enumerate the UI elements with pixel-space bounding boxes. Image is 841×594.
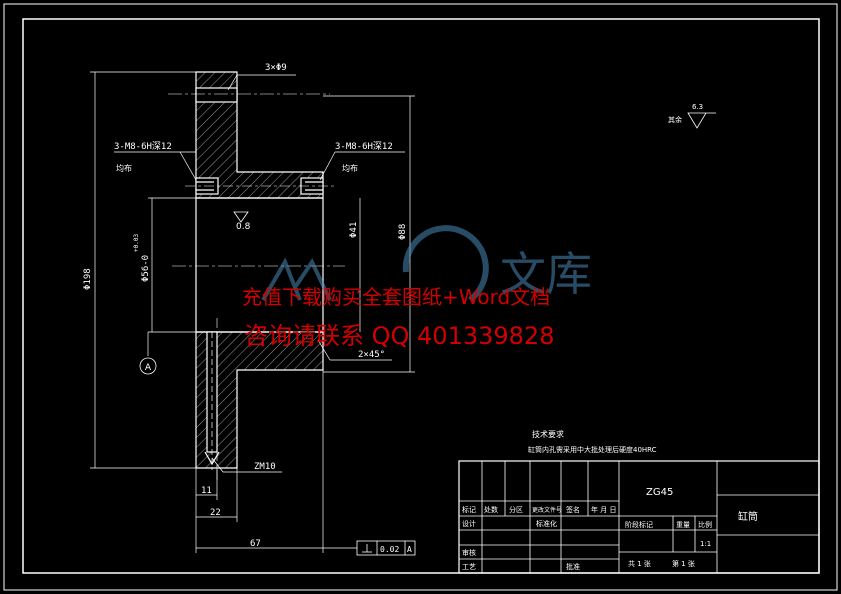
tech-title: 技术要求 — [532, 429, 564, 439]
tb-r1-5: 年 月 日 — [591, 505, 616, 514]
watermark-logo: 文库 — [261, 225, 592, 303]
tolerance-datum: A — [407, 545, 412, 554]
tb-approve: 批准 — [566, 562, 580, 571]
tech-note: 缸筒内孔需采用中大批处理后硬度40HRC — [528, 445, 657, 454]
dim-len-11: 11 — [201, 486, 212, 496]
tb-design: 设计 — [462, 519, 476, 528]
tb-standard: 标准化 — [536, 519, 557, 528]
tb-process: 工艺 — [462, 563, 476, 571]
dim-thread-right-note: 均布 — [342, 163, 358, 173]
dim-len-22: 22 — [210, 508, 221, 518]
dim-d88: Φ88 — [398, 224, 408, 240]
part-section — [168, 71, 345, 480]
tb-r1-4: 签名 — [566, 505, 580, 514]
dim-thread-left: 3-M8-6H深12 — [114, 141, 172, 152]
dim-chamfer: 2×45° — [358, 350, 385, 360]
watermark-line1: 充值下载购买全套图纸+Word文档 — [242, 285, 550, 309]
tolerance-value: 0.02 — [380, 545, 399, 554]
watermark-line2: 咨询请联系 QQ 401339828 — [244, 322, 554, 350]
dim-thread-right: 3-M8-6H深12 — [335, 141, 393, 152]
tb-weight: 重量 — [676, 521, 690, 529]
roughness-inner-value: 0.8 — [236, 222, 251, 232]
dim-d198: Φ198 — [83, 268, 93, 290]
dim-d41: Φ41 — [349, 222, 359, 238]
tb-sheet-current: 第 1 张 — [672, 559, 695, 568]
datum-a-label: A — [145, 363, 152, 373]
title-block — [458, 460, 820, 574]
tb-review: 审核 — [462, 548, 476, 557]
roughness-general-label: 其余 — [668, 115, 682, 124]
outer-frame — [3, 3, 838, 591]
tb-r1-1: 处数 — [484, 505, 498, 514]
dim-thread-left-note: 均布 — [116, 163, 132, 173]
roughness-general-value: 6.3 — [692, 103, 703, 111]
datum-a-symbol — [139, 357, 157, 375]
tb-scale-label: 比例 — [698, 520, 712, 529]
dimension-lines — [90, 71, 415, 553]
inner-frame — [22, 18, 820, 574]
tb-r1-3: 更改文件号 — [532, 506, 562, 514]
dim-thread-bottom: ZM10 — [254, 462, 276, 472]
dim-d56-tol: +0.03 — [133, 234, 140, 252]
tb-scale: 1:1 — [700, 540, 711, 548]
roughness-symbol-inner — [233, 211, 249, 223]
tb-sheet-total: 共 1 张 — [628, 559, 651, 568]
tb-material: ZG45 — [646, 487, 673, 498]
tb-r1-0: 标记 — [462, 505, 476, 514]
dim-d56: Φ56-0 — [141, 255, 151, 282]
tb-title: 缸筒 — [738, 510, 758, 523]
watermark-logo-text: 文库 — [500, 247, 592, 301]
tb-stage: 阶段标记 — [625, 520, 653, 529]
tb-r1-2: 分区 — [509, 505, 523, 514]
dim-holes-top: 3×Φ9 — [265, 63, 287, 73]
dim-len-67: 67 — [250, 539, 261, 549]
tolerance-frame — [356, 540, 416, 556]
roughness-symbol-general — [687, 112, 716, 129]
